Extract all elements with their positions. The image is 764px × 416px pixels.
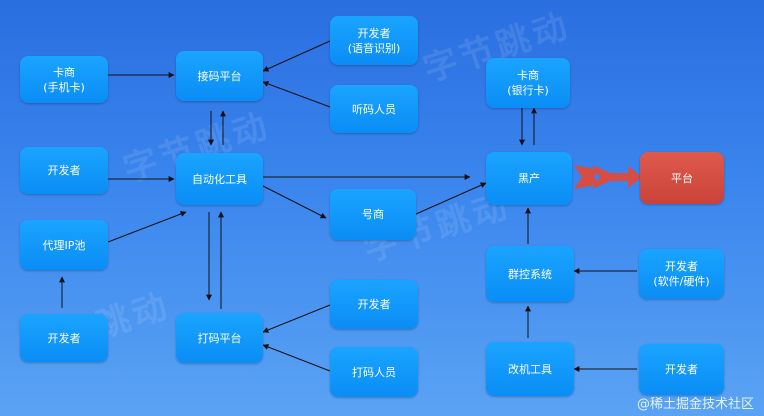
- node-label: 打码人员: [352, 365, 396, 379]
- node-label: 号商: [362, 208, 384, 221]
- node-developer[interactable]: 开发者: [20, 314, 108, 362]
- node-label: 自动化工具: [192, 172, 247, 186]
- edge-automation-to-account-vendor: [262, 185, 327, 219]
- node-black-industry[interactable]: 黑产: [486, 152, 572, 205]
- node-captcha-staff[interactable]: 打码人员: [330, 347, 418, 397]
- node-developer[interactable]: 开发者: [330, 280, 418, 329]
- edge-captcha-staff-to-captcha-platform: [262, 344, 331, 372]
- node-code-receiving-platform[interactable]: 接码平台: [176, 51, 263, 101]
- edge-black-industry-to-platform: [574, 165, 642, 189]
- node-label: (语音识别): [347, 41, 401, 55]
- node-label: 群控系统: [508, 267, 552, 281]
- node-automation-tool[interactable]: 自动化工具: [176, 153, 263, 205]
- node-label: 卡商: [517, 69, 539, 82]
- node-account-vendor[interactable]: 号商: [330, 189, 416, 240]
- node-label: 改机工具: [508, 362, 552, 376]
- node-label: 平台: [671, 171, 693, 185]
- node-label: 黑产: [518, 172, 540, 185]
- node-developer-speech[interactable]: 开发者 (语音识别): [330, 16, 418, 65]
- node-platform[interactable]: 平台: [640, 152, 724, 204]
- node-label: 卡商: [53, 65, 75, 79]
- node-developer[interactable]: 开发者: [20, 147, 108, 194]
- node-proxy-ip-pool[interactable]: 代理IP池: [20, 220, 108, 270]
- node-captcha-platform[interactable]: 打码平台: [176, 313, 263, 363]
- node-device-mod-tool[interactable]: 改机工具: [486, 342, 574, 396]
- node-label: 开发者: [357, 26, 391, 40]
- edge-listening-staff-to-code-platform: [262, 81, 331, 108]
- node-card-vendor-phone[interactable]: 卡商 (手机卡): [20, 56, 108, 103]
- node-label: 开发者: [47, 164, 81, 177]
- node-developer-software-hardware[interactable]: 开发者 (软件/硬件): [639, 249, 724, 299]
- node-label: 开发者: [665, 260, 698, 273]
- node-label: 接码平台: [197, 69, 242, 83]
- node-label: (银行卡): [507, 84, 549, 97]
- node-label: 代理IP池: [42, 238, 86, 252]
- node-label: 开发者: [665, 363, 698, 376]
- node-listening-staff[interactable]: 听码人员: [330, 85, 418, 133]
- node-card-vendor-bank[interactable]: 卡商 (银行卡): [486, 58, 570, 108]
- node-label: (手机卡): [43, 80, 85, 94]
- footer-credit: @稀土掘金技术社区: [636, 397, 754, 412]
- node-label: 听码人员: [352, 102, 396, 116]
- node-group-control-system[interactable]: 群控系统: [486, 246, 574, 302]
- edge-dev-speech-to-code-platform: [262, 40, 331, 72]
- node-label: (软件/硬件): [653, 275, 710, 288]
- node-developer[interactable]: 开发者: [639, 344, 724, 395]
- edge-dev-captcha-to-captcha-platform: [262, 304, 331, 333]
- node-label: 打码平台: [197, 331, 242, 345]
- node-label: 开发者: [357, 298, 391, 311]
- node-label: 开发者: [47, 331, 81, 345]
- edge-account-vendor-to-black-industry: [415, 182, 487, 215]
- edge-proxy-to-automation: [107, 211, 187, 243]
